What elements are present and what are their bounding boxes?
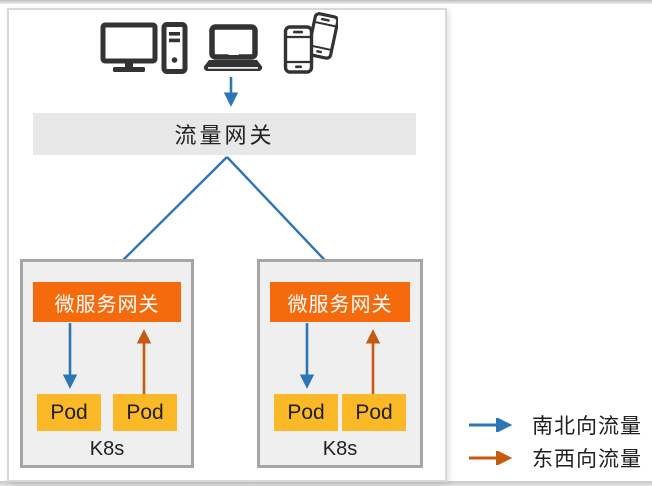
pod-to-gateway-arrow (365, 329, 381, 395)
k8s-platform-label: K8s (89, 438, 125, 460)
gateway-to-pod-arrow (62, 323, 78, 389)
gateway-to-pod-arrow (299, 323, 315, 389)
page-edge-top (0, 0, 652, 4)
microservice-gateway-2: 微服务网关 (270, 282, 410, 322)
east-west-arrow-icon (469, 451, 513, 465)
pod: Pod (37, 394, 101, 431)
k8s-cluster-1: 微服务网关 Pod Pod K8s (20, 259, 194, 468)
legend-item-east-west: 东西向流量 (468, 444, 642, 472)
clients-to-traffic-gateway-arrow (223, 77, 239, 107)
legend: 南北向流量 东西向流量 (468, 411, 642, 477)
pod-label: Pod (126, 400, 164, 424)
pod: Pod (342, 394, 406, 431)
laptop-icon (202, 24, 264, 77)
traffic-gateway-bar: 流量网关 (33, 113, 416, 155)
pod: Pod (274, 394, 338, 431)
desktop-computer-icon (100, 22, 188, 79)
pod-label: Pod (50, 400, 88, 424)
pod: Pod (113, 394, 177, 431)
smartphones-icon (282, 12, 340, 81)
north-south-arrow-icon (469, 418, 513, 432)
page-edge-bottom (0, 481, 652, 486)
traffic-gateway-label: 流量网关 (174, 123, 275, 148)
pod-to-gateway-arrow (136, 329, 152, 395)
microservice-gateway-label: 微服务网关 (54, 293, 160, 316)
legend-label: 东西向流量 (532, 448, 642, 471)
k8s-platform-label: K8s (322, 438, 358, 460)
k8s-cluster-2: 微服务网关 Pod Pod K8s (257, 259, 423, 468)
microservice-gateway-1: 微服务网关 (33, 282, 181, 322)
legend-item-north-south: 南北向流量 (468, 411, 642, 439)
pod-label: Pod (355, 400, 393, 424)
traffic-gateway-fanout-arrows (109, 156, 338, 274)
pod-label: Pod (287, 400, 325, 424)
legend-label: 南北向流量 (532, 415, 642, 438)
microservice-gateway-label: 微服务网关 (287, 293, 393, 316)
